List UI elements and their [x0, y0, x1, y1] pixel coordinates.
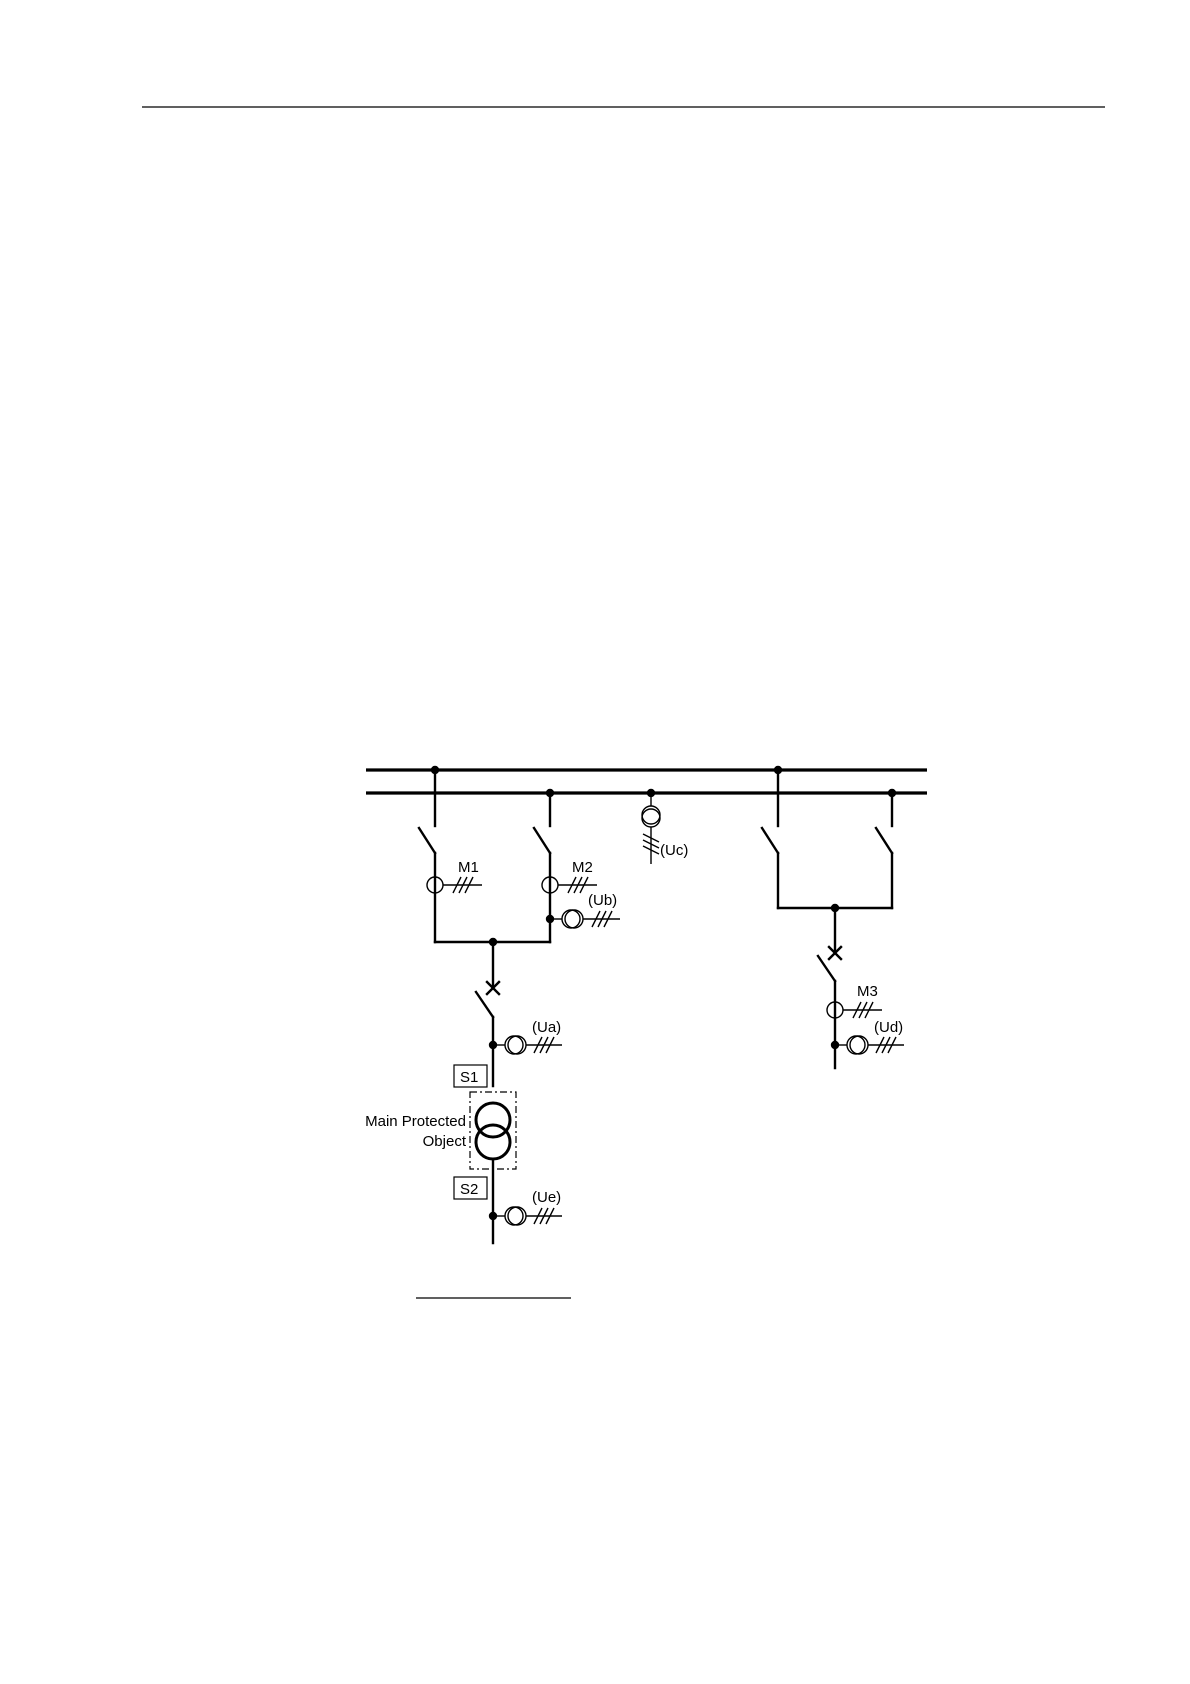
- right-bay: M3 (Ud): [762, 770, 904, 1068]
- main-feeder: (Ua) S1 Main Protected Object S2 (Ue): [365, 942, 562, 1243]
- m3-label: M3: [857, 983, 878, 1000]
- voltage-transformer-ue-icon: [493, 1207, 562, 1225]
- disconnector-blade: [762, 828, 778, 853]
- ua-label: (Ua): [532, 1019, 561, 1036]
- disconnector-m1-blade: [419, 828, 435, 853]
- voltage-transformer-ua-icon: [493, 1036, 562, 1054]
- busbar-group: [366, 766, 927, 797]
- voltage-transformer-ub-icon: [550, 910, 620, 928]
- disconnector-blade: [876, 828, 892, 853]
- voltage-transformer-ud-icon: [835, 1036, 904, 1054]
- object-label-line1: Main Protected: [365, 1113, 466, 1130]
- s1-label: S1: [460, 1069, 478, 1086]
- ue-label: (Ue): [532, 1189, 561, 1206]
- uc-label: (Uc): [660, 842, 688, 859]
- power-transformer-icon: [476, 1103, 510, 1159]
- disconnector-m2-blade: [534, 828, 550, 853]
- object-label-line2: Object: [423, 1133, 467, 1150]
- ub-label: (Ub): [588, 892, 617, 909]
- breaker-blade: [476, 992, 493, 1017]
- m1-label: M1: [458, 859, 479, 876]
- ud-label: (Ud): [874, 1019, 903, 1036]
- voltage-transformer-uc-icon: [642, 806, 660, 864]
- s2-label: S2: [460, 1181, 478, 1198]
- breaker-blade: [818, 956, 835, 981]
- bus-vt-uc: (Uc): [642, 793, 688, 864]
- m2-label: M2: [572, 859, 593, 876]
- left-bay: M1 M2 (Ub): [419, 770, 620, 946]
